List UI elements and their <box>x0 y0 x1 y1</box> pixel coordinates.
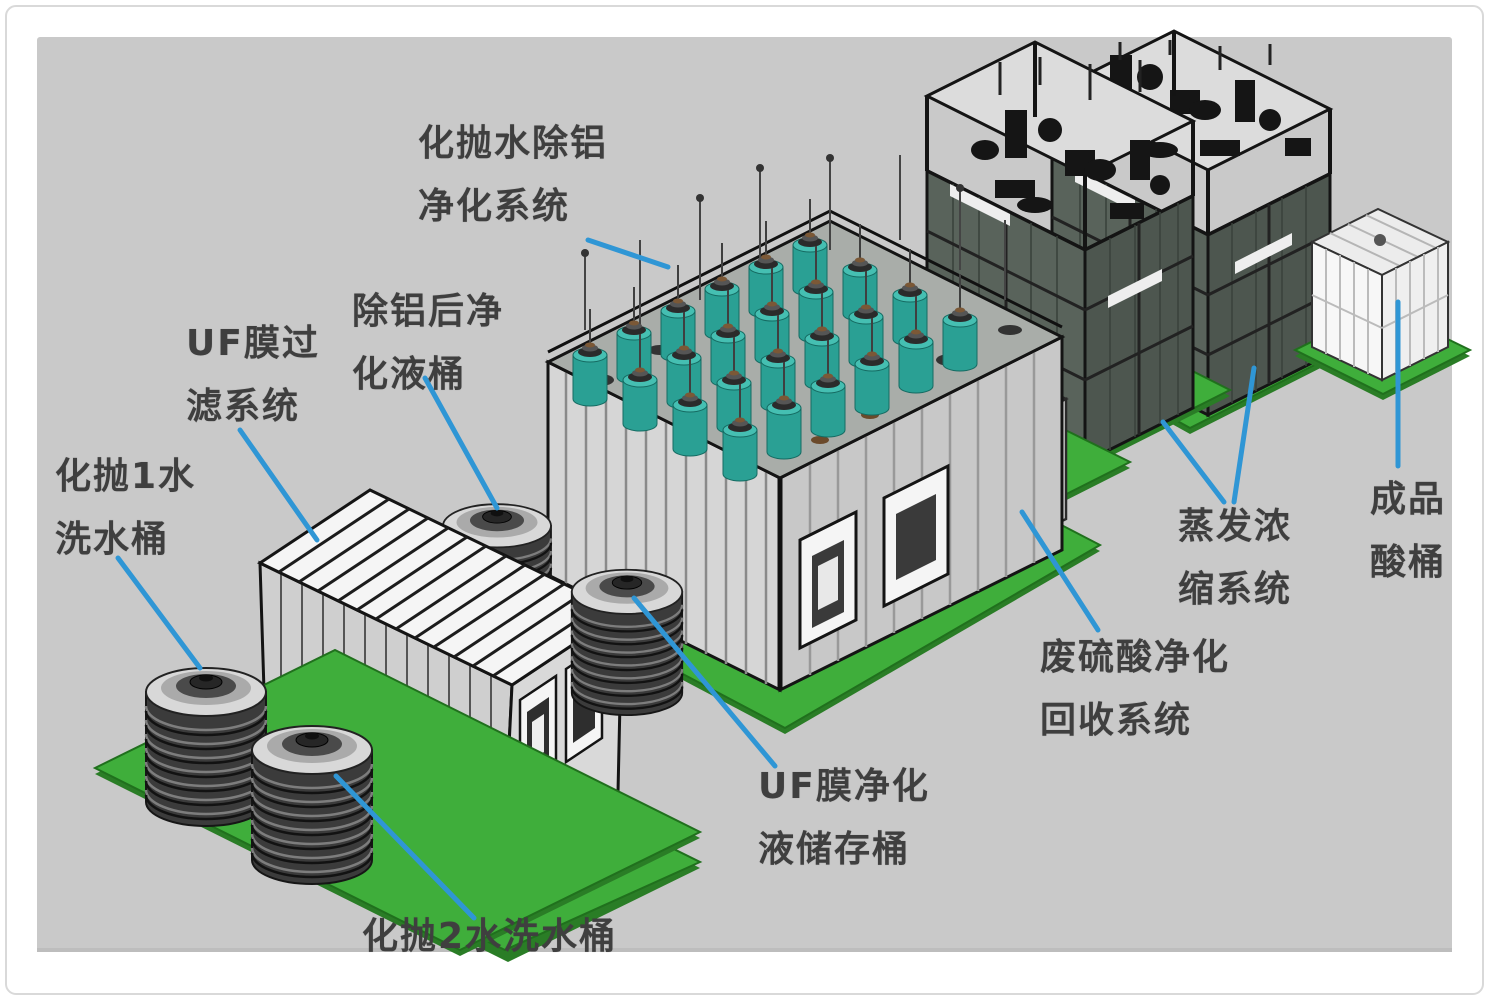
leader-uf-filter-system <box>237 427 320 543</box>
label-line: UF膜净化 <box>758 766 930 807</box>
leader-waste-acid-system <box>1019 509 1101 633</box>
label-post-dealum-tank: 除铝后净 化液桶 <box>352 280 504 406</box>
leader-polish2-tank <box>333 773 477 921</box>
label-uf-storage-tank: UF膜净化 液储存桶 <box>758 755 930 881</box>
leader-evaporation-left <box>1160 419 1227 505</box>
label-line: 缩系统 <box>1178 569 1293 610</box>
leader-lines <box>115 237 1401 921</box>
corrugated-tank-polish1 <box>144 666 268 828</box>
label-product-acid-tank: 成品 酸桶 <box>1370 468 1446 594</box>
corrugated-tank-uf-storage <box>570 568 684 717</box>
product-acid-cube-tank <box>1309 207 1451 382</box>
pipe-rods <box>584 155 1006 330</box>
label-line: 化抛1水 <box>55 456 197 497</box>
label-polish2-tank: 化抛2水洗水桶 <box>362 905 617 968</box>
label-line: 回收系统 <box>1040 700 1193 741</box>
label-line: 废硫酸净化 <box>1040 637 1231 678</box>
label-line: 化抛2水洗水桶 <box>362 916 618 957</box>
label-line: 除铝后净 <box>352 291 505 332</box>
label-line: UF膜过 <box>186 323 320 364</box>
label-line: 化抛水除铝 <box>418 123 609 164</box>
leader-polish1-tank <box>115 555 203 671</box>
label-line: 酸桶 <box>1370 542 1447 583</box>
label-line: 洗水桶 <box>55 519 170 560</box>
label-line: 蒸发浓 <box>1178 506 1293 547</box>
leader-evaporation-right <box>1231 365 1257 505</box>
label-polish1-tank: 化抛1水 洗水桶 <box>55 445 196 571</box>
label-line: 化液桶 <box>352 354 467 395</box>
label-uf-filter-system: UF膜过 滤系统 <box>186 312 320 438</box>
central-dealum-unit <box>544 154 1066 693</box>
label-waste-acid-system: 废硫酸净化 回收系统 <box>1040 626 1230 752</box>
label-line: 净化系统 <box>418 186 571 227</box>
label-line: 成品 <box>1370 479 1447 520</box>
label-line: 滤系统 <box>186 386 301 427</box>
label-dealum-system: 化抛水除铝 净化系统 <box>418 112 608 238</box>
corrugated-tank-polish2 <box>250 724 374 886</box>
label-line: 液储存桶 <box>758 829 911 870</box>
label-evaporation-system: 蒸发浓 缩系统 <box>1178 495 1292 621</box>
leader-post-dealum-tank <box>422 375 500 511</box>
leader-uf-storage-tank <box>631 595 778 769</box>
leader-dealum-system <box>585 237 671 270</box>
